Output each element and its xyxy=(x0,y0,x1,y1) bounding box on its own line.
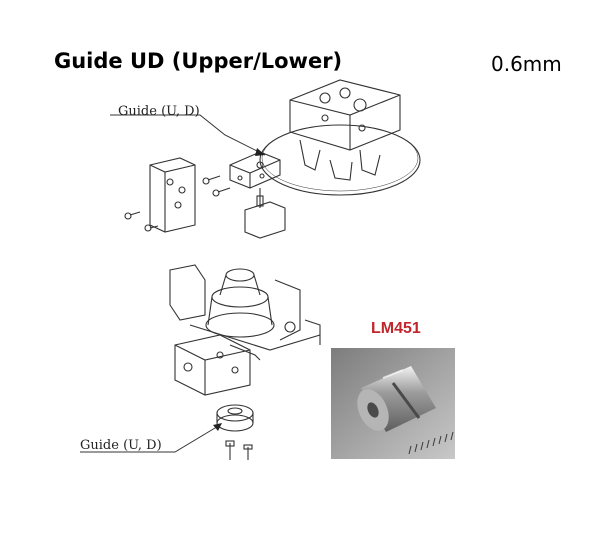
lower-assembly-diagram xyxy=(80,264,321,460)
upper-assembly-diagram xyxy=(110,79,421,239)
part-number-label: LM451 xyxy=(371,320,421,337)
part-photo xyxy=(331,348,455,459)
page-title: Guide UD (Upper/Lower) xyxy=(54,49,343,73)
callout-label-top: Guide (U, D) xyxy=(118,104,200,119)
thickness-label: 0.6mm xyxy=(491,52,562,76)
callout-label-bottom: Guide (U, D) xyxy=(80,438,162,453)
